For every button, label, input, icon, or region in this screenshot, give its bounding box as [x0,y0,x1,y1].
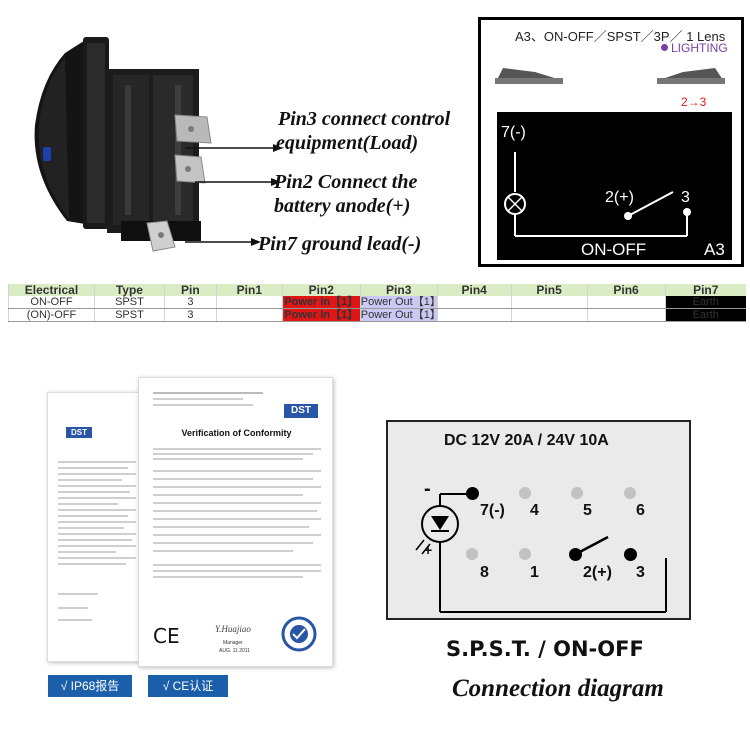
spst-label: S.P.S.T. / ON-OFF [446,637,644,661]
certificate-title: Verification of Conformity [181,428,292,438]
rocker-switch-image [25,25,220,255]
pin2-label-line2: battery anode(+) [274,195,411,217]
cell-pin5 [510,296,588,309]
signature: Y.Huajiao [215,624,251,634]
cell-type: SPST [93,308,165,322]
pin4-dot [519,487,531,499]
state-arrow-label: 2→3 [681,95,707,109]
cell-pin3: Power Out【1】 [359,296,441,309]
cell-pin5 [510,308,588,322]
pin6-dot [624,487,636,499]
header-pin1: Pin1 [215,284,283,296]
rating-label: DC 12V 20A / 24V 10A [444,432,609,449]
lighting-dot-icon [661,44,668,51]
pin-spec-table: Electrical Type Pin Pin1 Pin2 Pin3 Pin4 … [8,284,746,322]
cell-pin4 [436,296,512,309]
a3-pin2-label: 2(+) [605,189,634,206]
a3-pin7-label: 7(-) [501,124,526,141]
cell-pin: 3 [163,296,217,309]
pin7-number: 7(-) [480,502,505,519]
header-pin7: Pin7 [664,284,746,296]
pin3-label: Pin3 connect control [278,108,451,130]
table-row: ON-OFF SPST 3 Power In【1】 Power Out【1】 E… [8,296,746,309]
rocker-on-icon [657,68,725,84]
ip68-report-document: DST [47,392,147,662]
a3-model-label: A3 [704,240,725,259]
pin7-dot [466,487,479,500]
pin2-label: Pin2 Connect the [274,171,418,193]
pin8-dot [466,548,478,560]
pin3-number: 3 [636,564,645,581]
connection-diagram-caption: Connection diagram [452,675,664,702]
cell-pin1 [215,308,283,322]
dst-logo-front: DST [284,404,318,418]
cell-pin6 [586,308,665,322]
table-row: (ON)-OFF SPST 3 Power In【1】 Power Out【1】… [8,308,746,322]
signer-title: Manager [223,640,243,646]
pin5-number: 5 [583,502,592,519]
a3-wiring-lines [504,152,691,237]
a3-mode-label: ON-OFF [581,240,647,259]
ce-mark: CE [153,624,180,648]
pin2-dot [569,548,582,561]
lighting-label: LIGHTING [661,41,728,55]
cell-pin6 [586,296,665,309]
a3-spec-panel: A3、ON-OFF／SPST／3P／ 1 Lens LIGHTING 2→3 7… [478,17,744,267]
cell-pin3: Power Out【1】 [359,308,441,322]
pin-pointer-arrows [185,144,283,246]
a3-wiring-diagram: 7(-) 2(+) 3 ON-OFF A3 [497,112,732,260]
cell-electrical: ON-OFF [8,296,95,309]
pin1-number: 1 [530,564,539,581]
cell-pin2: Power In【1】 [281,296,361,309]
rocker-off-icon [495,68,563,84]
pin1-dot [519,548,531,560]
pin4-number: 4 [530,502,539,519]
header-type: Type [93,284,165,296]
pin5-dot [571,487,583,499]
sign-date: AUG. 11.2011 [219,648,250,654]
dst-logo-back: DST [66,427,92,438]
header-pin2: Pin2 [281,284,361,296]
certification-seal-icon [281,616,317,652]
header-pin4: Pin4 [436,284,512,296]
pin2-number: 2(+) [583,564,612,581]
cell-pin2: Power In【1】 [281,308,361,322]
pin3-dot [624,548,637,561]
cell-pin: 3 [163,308,217,322]
cell-pin4 [436,308,512,322]
header-pin6: Pin6 [586,284,665,296]
ce-certification-button[interactable]: √ CE认证 [148,675,228,697]
header-pin5: Pin5 [510,284,588,296]
cell-type: SPST [93,296,165,309]
cell-pin7: Earth [664,308,746,322]
header-pin: Pin [163,284,217,296]
plus-sign: + [424,542,433,558]
pin6-number: 6 [636,502,645,519]
a3-pin3-label: 3 [681,189,690,206]
a3-title: A3、ON-OFF／SPST／3P／ 1 Lens [515,29,726,44]
table-header-row: Electrical Type Pin Pin1 Pin2 Pin3 Pin4 … [8,284,746,296]
minus-sign: - [424,478,431,500]
ce-certificate-document: DST Verification of Conformity CE Y.Huaj… [138,377,333,667]
cell-pin7: Earth [664,296,746,309]
cell-electrical: (ON)-OFF [8,308,95,322]
cell-pin1 [215,296,283,309]
connection-diagram-panel: DC 12V 20A / 24V 10A - + 7(-) 4 5 6 8 1 … [386,420,691,620]
pin8-number: 8 [480,564,489,581]
header-electrical: Electrical [8,284,95,296]
ip68-report-button[interactable]: √ IP68报告 [48,675,132,697]
rocker-switch-drawing [34,37,212,252]
header-pin3: Pin3 [359,284,438,296]
connection-wiring-lines [415,493,667,613]
pin3-label-line2: equipment(Load) [276,132,419,154]
pin7-label: Pin7 ground lead(-) [258,233,422,255]
lighting-text: LIGHTING [671,41,728,55]
